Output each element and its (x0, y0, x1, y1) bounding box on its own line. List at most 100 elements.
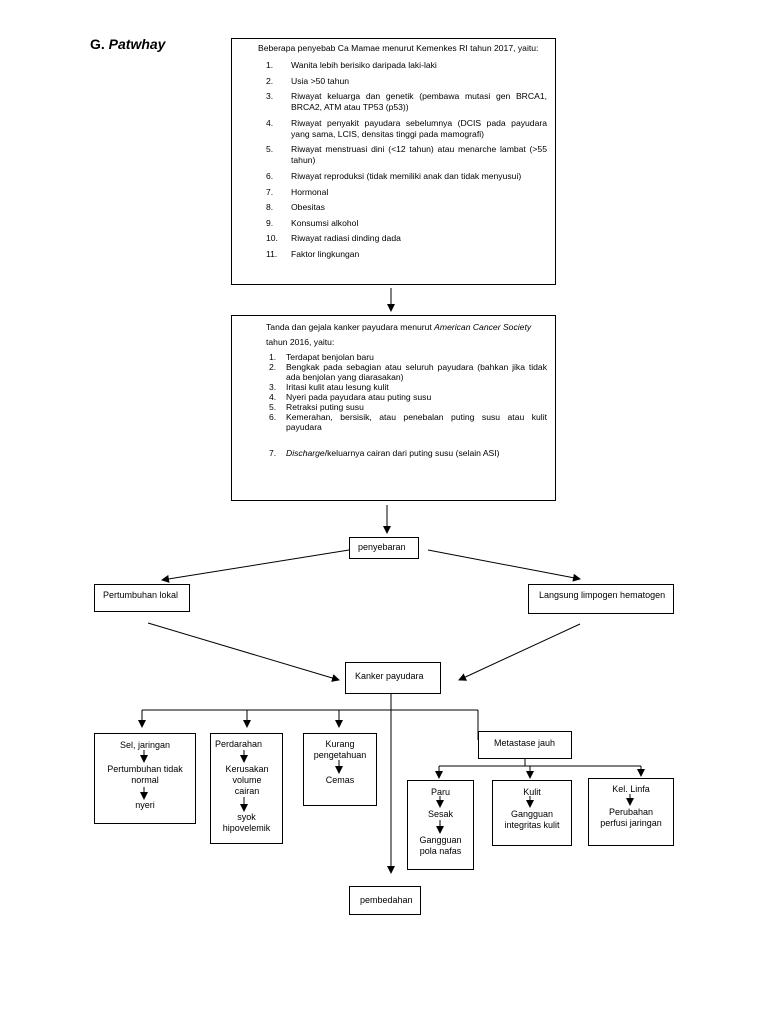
causes-item-number: 5. (266, 144, 274, 155)
symptoms-item: 4. Nyeri pada payudara atau puting susu (266, 392, 547, 402)
symptoms-item-7-num: 7. (269, 448, 277, 458)
causes-item: 1. Wanita lebih berisiko daripada laki-la… (258, 60, 547, 71)
symptoms-item: 6. Kemerahan, bersisik, atau penebalan pu… (266, 412, 547, 432)
section-heading-title: Patwhay (108, 36, 166, 52)
symptoms-item-number: 2. (269, 362, 277, 372)
symptoms-item-7-text: /keluarnya cairan dari puting susu (sela… (324, 448, 500, 458)
nyeri-label: nyeri (135, 800, 155, 810)
symptoms-box: Tanda dan gejala kanker payudara menurut… (231, 315, 556, 501)
pembedahan-box: pembedahan (349, 886, 421, 915)
kanker-payudara-label: Kanker payudara (355, 671, 424, 681)
symptoms-intro-before: Tanda dan gejala kanker payudara menurut (266, 322, 435, 332)
causes-item-text: Riwayat keluarga dan genetik (pembawa mu… (291, 91, 547, 113)
causes-item: 7. Hormonal (258, 187, 547, 198)
causes-item-text: Obesitas (291, 202, 325, 213)
causes-item-text: Riwayat radiasi dinding dada (291, 233, 401, 244)
perubahan-perfusi-jaringan-label: Perubahan perfusi jaringan (600, 807, 662, 828)
symptoms-item-number: 4. (269, 392, 277, 402)
causes-item-text: Usia >50 tahun (291, 75, 350, 86)
metastase-jauh-box: Metastase jauh (478, 731, 572, 759)
symptoms-intro-italic: American Cancer Society (434, 322, 532, 332)
causes-item: 9. Konsumsi alkohol (258, 218, 547, 229)
kel-linfa-box: Kel. Linfa Perubahan perfusi jaringan (588, 778, 674, 846)
causes-item-number: 11. (266, 248, 278, 259)
causes-item-number: 4. (266, 117, 274, 128)
causes-box: Beberapa penyebab Ca Mamae menurut Kemen… (231, 38, 556, 285)
arrow-pertumbuhan-lokal-to-kanker (147, 622, 340, 682)
causes-item-number: 6. (266, 170, 274, 181)
langsung-limpogen-label: Langsung limpogen hematogen (539, 590, 666, 600)
causes-item-number: 2. (266, 75, 274, 86)
symptoms-item-text: Bengkak pada sebagian atau seluruh payud… (286, 362, 547, 382)
symptoms-item-text: Iritasi kulit atau lesung kulit (286, 382, 389, 392)
arrow-penyebaran-to-pertumbuhan-lokal (161, 549, 350, 583)
causes-item-number: 10. (266, 233, 278, 244)
perdarahan-label: Perdarahan (215, 739, 263, 749)
causes-item-number: 1. (266, 60, 274, 70)
symptoms-item-number: 5. (269, 402, 277, 412)
symptoms-item-number: 6. (269, 412, 277, 422)
pertumbuhan-tidak-normal-label: Pertumbuhan tidak normal (107, 764, 183, 785)
symptoms-item-number: 3. (269, 382, 277, 392)
gangguan-pola-nafas-label: Gangguan pola nafas (419, 835, 462, 856)
langsung-limpogen-box: Langsung limpogen hematogen (528, 584, 674, 614)
causes-item-number: 3. (266, 91, 274, 102)
causes-item-text: Wanita lebih berisiko daripada laki-laki (291, 60, 437, 70)
section-heading: G. Patwhay (90, 36, 165, 52)
symptoms-item: 5. Retraksi puting susu (266, 402, 547, 412)
symptoms-item-text: Retraksi puting susu (286, 402, 364, 412)
gangguan-integritas-kulit-label: Gangguan integritas kulit (504, 809, 560, 830)
metastase-jauh-label: Metastase jauh (494, 738, 556, 748)
pembedahan-label: pembedahan (360, 895, 413, 905)
causes-item: 11. Faktor lingkungan (258, 249, 547, 260)
causes-item-text: Konsumsi alkohol (291, 217, 359, 228)
kel-linfa-label: Kel. Linfa (612, 784, 650, 794)
sel-jaringan-label: Sel, jaringan (119, 740, 171, 750)
kanker-payudara-box: Kanker payudara (345, 662, 441, 694)
perdarahan-box: Perdarahan Kerusakan volume cairan syok … (210, 733, 283, 844)
sesak-label: Sesak (427, 809, 453, 819)
symptoms-item-text: Terdapat benjolan baru (286, 352, 374, 362)
symptoms-list: 1. Terdapat benjolan baru 2. Bengkak pada s… (266, 352, 547, 432)
causes-item-text: Riwayat penyakit payudara sebelumnya (DC… (291, 117, 547, 139)
causes-item: 4. Riwayat penyakit payudara sebelumnya (… (258, 118, 547, 140)
causes-item: 8.Obesitas (258, 202, 547, 213)
symptoms-item-7-italic: Discharge (286, 448, 325, 458)
kerusakan-volume-cairan-label: Kerusakan volume cairan (225, 764, 269, 796)
penyebaran-box: penyebaran (349, 537, 419, 559)
arrow-langsung-limpogen-to-kanker (458, 623, 581, 681)
causes-item-text: Hormonal (291, 186, 329, 197)
cemas-label: Cemas (325, 775, 355, 785)
arrow-penyebaran-to-langsung-limpogen (427, 549, 581, 582)
symptoms-item: 2. Bengkak pada sebagian atau seluruh pay… (266, 362, 547, 382)
sel-jaringan-box: Sel, jaringan Pertumbuhan tidak normal n… (94, 733, 196, 824)
symptoms-item-text: Nyeri pada payudara atau puting susu (286, 392, 432, 402)
causes-item: 2. Usia >50 tahun (258, 76, 547, 87)
section-heading-prefix: G. (90, 36, 105, 52)
paru-label: Paru (431, 787, 451, 797)
kulit-label: Kulit (523, 787, 541, 797)
symptoms-item-number: 1. (269, 352, 277, 362)
pertumbuhan-lokal-label: Pertumbuhan lokal (103, 590, 179, 600)
symptoms-item-7: 7. Discharge/keluarnya cairan dari putin… (266, 448, 547, 458)
causes-item: 5. Riwayat menstruasi dini (<12 tahun) at… (258, 144, 547, 166)
causes-intro: Beberapa penyebab Ca Mamae menurut Kemen… (258, 43, 539, 53)
symptoms-item: 1. Terdapat benjolan baru (266, 352, 547, 362)
kulit-box: Kulit Gangguan integritas kulit (492, 780, 572, 846)
penyebaran-label: penyebaran (358, 542, 406, 552)
causes-item: 3. Riwayat keluarga dan genetik (pembawa … (258, 91, 547, 113)
causes-list: 1. Wanita lebih berisiko daripada laki-la… (258, 60, 547, 260)
syok-hipovelemik-label: syok hipovelemik (222, 812, 271, 833)
causes-item-number: 9. (266, 217, 274, 228)
causes-item-text: Faktor lingkungan (291, 248, 360, 259)
causes-item: 10. Riwayat radiasi dinding dada (258, 233, 547, 244)
symptoms-item: 3. Iritasi kulit atau lesung kulit (266, 382, 547, 392)
symptoms-intro-after: tahun 2016, yaitu: (266, 337, 335, 347)
symptoms-item-text: Kemerahan, bersisik, atau penebalan puti… (286, 412, 547, 432)
causes-item-text: Riwayat reproduksi (tidak memiliki anak … (291, 170, 522, 181)
causes-item-text: Riwayat menstruasi dini (<12 tahun) atau… (291, 144, 547, 166)
symptoms-intro: Tanda dan gejala kanker payudara menurut… (266, 320, 547, 350)
pertumbuhan-lokal-box: Pertumbuhan lokal (94, 584, 190, 612)
causes-item-number: 7. (266, 186, 274, 197)
